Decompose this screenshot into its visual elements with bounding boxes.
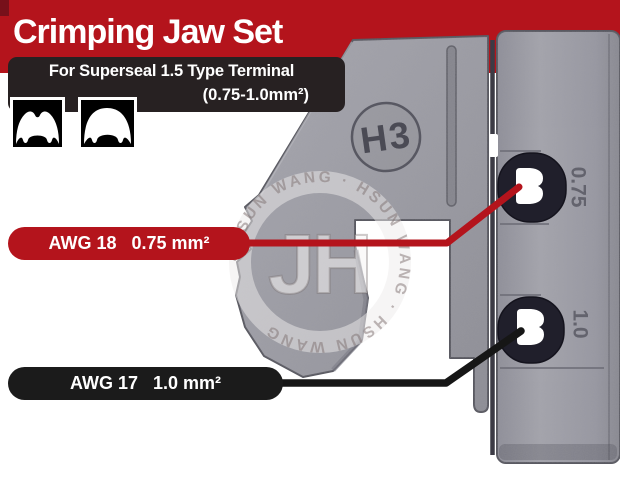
svg-text:H3: H3 [358,114,415,162]
awg17-connector-line [268,327,525,387]
subtitle-line1: For Superseal 1.5 Type Terminal [48,62,295,80]
engraving-1.0: 1.0 [568,309,591,338]
wire-crimp-profile-icon [10,97,65,150]
notch-lip-edges [500,150,604,369]
subtitle-box: For Superseal 1.5 Type Terminal (0.75-1.… [8,57,345,112]
awg18-label-text: AWG 18 0.75 mm² [48,233,210,253]
awg18-label: AWG 18 0.75 mm² [8,227,250,260]
svg-text:0.75: 0.75 [566,167,589,208]
die-profile-1.0 [517,309,544,345]
seam-white-gap [489,134,498,157]
insulation-crimp-profile-icon [78,97,137,150]
page-title: Crimping Jaw Set [13,13,283,51]
svg-text:JH: JH [268,217,369,311]
awg18-connector-line [240,183,523,247]
engraving-0.75: 0.75 [566,167,589,208]
awg17-label: AWG 17 1.0 mm² [8,367,283,400]
banner-corner-accent [0,0,9,16]
die-profile-0.75 [516,168,543,204]
awg17-label-text: AWG 17 1.0 mm² [69,373,222,393]
svg-text:1.0: 1.0 [568,309,591,338]
subtitle-line2: (0.75-1.0mm²) [202,86,309,104]
h3-stamp: H3 [350,101,422,173]
